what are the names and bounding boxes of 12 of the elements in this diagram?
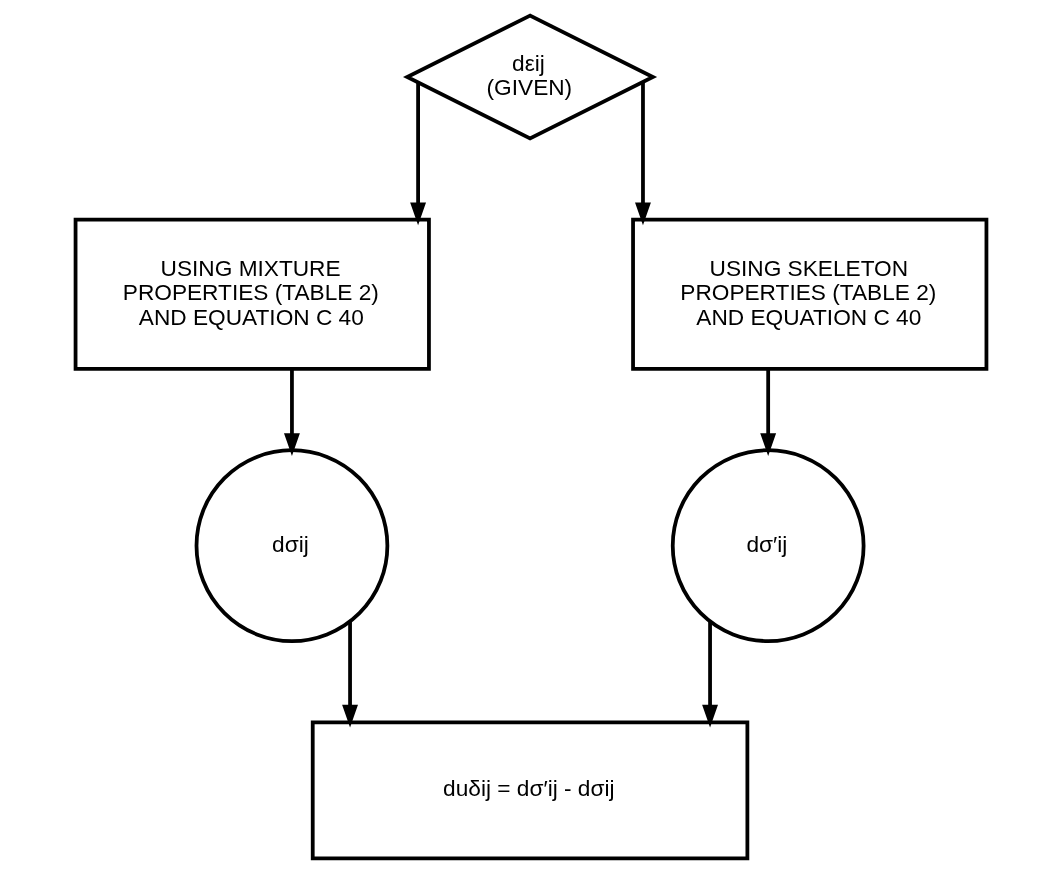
arrow xyxy=(701,621,718,728)
node-box: USING MIXTURE PROPERTIES (TABLE 2) AND EQUATION C 40 xyxy=(73,217,431,371)
node-circle: dσij xyxy=(194,448,389,643)
node-diamond: dεij (GIVEN) xyxy=(402,13,657,141)
arrow xyxy=(283,369,300,456)
node-box: duδij = dσ′ij - dσij xyxy=(310,720,749,861)
node-box: USING SKELETON PROPERTIES (TABLE 2) AND EQUATION C 40 xyxy=(630,217,988,371)
arrow xyxy=(341,621,358,728)
arrow xyxy=(634,82,651,226)
node-circle: dσ′ij xyxy=(670,448,865,643)
arrow xyxy=(759,369,776,456)
arrow xyxy=(409,82,426,226)
